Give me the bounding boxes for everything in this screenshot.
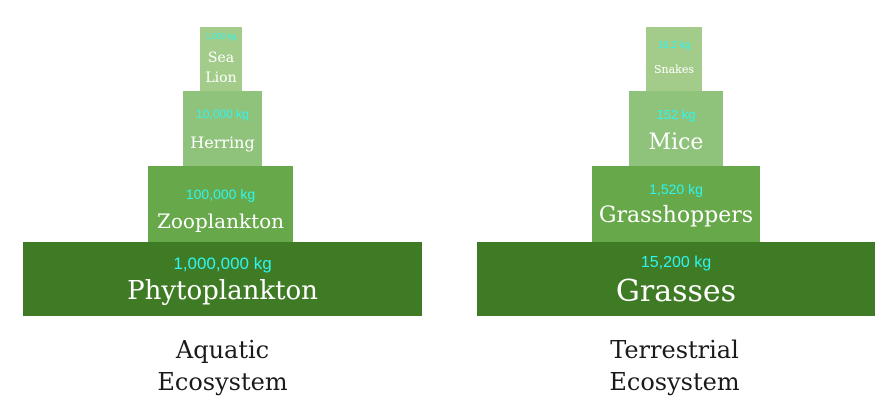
aquatic-caption: Aquatic Ecosystem <box>120 334 325 398</box>
terrestrial-mice-mass: 152 kg <box>656 107 696 122</box>
terrestrial-level-grasses: 15,200 kg Grasses <box>477 242 875 316</box>
aquatic-caption-line2: Ecosystem <box>157 368 288 396</box>
aquatic-zooplankton-mass: 100,000 kg <box>185 186 256 202</box>
terrestrial-level-grasshoppers: 1,520 kg Grasshoppers <box>592 166 760 242</box>
aquatic-herring-mass: 10,000 kg <box>196 107 249 121</box>
aquatic-caption-line1: Aquatic <box>175 336 270 364</box>
terrestrial-caption: Terrestrial Ecosystem <box>572 334 777 398</box>
aquatic-level-herring: 10,000 kg Herring <box>183 91 262 166</box>
aquatic-level-zooplankton: 100,000 kg Zooplankton <box>148 166 293 242</box>
aquatic-phytoplankton-mass: 1,000,000 kg <box>173 254 272 273</box>
terrestrial-caption-line1: Terrestrial <box>610 336 739 364</box>
aquatic-sea-lion-mass: 1,000 kg <box>205 32 237 41</box>
aquatic-zooplankton-label: Zooplankton <box>156 209 285 233</box>
terrestrial-grasshoppers-label: Grasshoppers <box>598 203 754 228</box>
terrestrial-grasses-mass: 15,200 kg <box>640 254 712 271</box>
aquatic-herring-label: Herring <box>190 133 255 152</box>
terrestrial-grasses-label: Grasses <box>615 274 737 309</box>
terrestrial-snakes-label: Snakes <box>654 63 694 76</box>
terrestrial-level-mice: 152 kg Mice <box>629 91 723 166</box>
aquatic-sea-lion-label-line2: Lion <box>205 70 237 86</box>
terrestrial-mice-label: Mice <box>648 130 704 155</box>
terrestrial-caption-line2: Ecosystem <box>609 368 740 396</box>
aquatic-level-sea-lion: 1,000 kg Sea Lion <box>200 27 242 91</box>
terrestrial-level-snakes: 16.2 kg Snakes <box>646 27 702 91</box>
aquatic-phytoplankton-label: Phytoplankton <box>127 276 318 306</box>
aquatic-sea-lion-label-line1: Sea <box>207 50 235 66</box>
terrestrial-snakes-mass: 16.2 kg <box>657 40 691 51</box>
aquatic-level-phytoplankton: 1,000,000 kg Phytoplankton <box>23 242 422 316</box>
terrestrial-grasshoppers-mass: 1,520 kg <box>649 181 703 197</box>
